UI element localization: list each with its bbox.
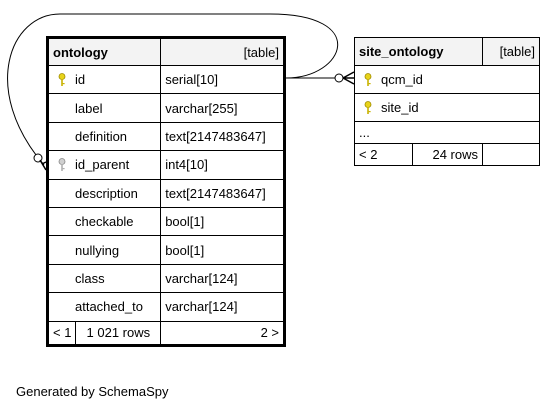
- column-name[interactable]: site_id: [354, 93, 540, 122]
- table-ontology[interactable]: ontology [table] id serial[10] label var…: [46, 36, 286, 347]
- column-type: text[2147483647]: [160, 178, 285, 208]
- footer-left: < 1 1 021 rows: [46, 320, 162, 346]
- table-row[interactable]: checkable bool[1]: [46, 206, 285, 237]
- row-count: 1 021 rows: [86, 325, 151, 341]
- column-name[interactable]: definition: [46, 121, 162, 152]
- column-type: serial[10]: [160, 64, 285, 95]
- table-row[interactable]: id_parent int4[10]: [46, 150, 285, 180]
- key-icon: [364, 101, 372, 114]
- parents-link[interactable]: < 1: [49, 321, 77, 344]
- table-name[interactable]: site_ontology: [354, 37, 483, 66]
- children-link[interactable]: 2 >: [160, 320, 285, 346]
- column-name[interactable]: checkable: [46, 206, 162, 237]
- column-type: bool[1]: [160, 206, 285, 237]
- table-footer: < 2 24 rows: [354, 143, 540, 166]
- parents-link[interactable]: < 2: [354, 143, 413, 166]
- column-name[interactable]: id_parent: [46, 150, 162, 180]
- children-link[interactable]: [482, 143, 540, 166]
- table-footer: < 1 1 021 rows 2 >: [46, 320, 285, 346]
- column-label: site_id: [381, 100, 419, 115]
- table-row[interactable]: label varchar[255]: [46, 93, 285, 123]
- table-header[interactable]: ontology [table]: [46, 37, 285, 66]
- column-type: varchar[124]: [160, 292, 285, 322]
- table-site-ontology[interactable]: site_ontology [table] qcm_id site_id ...…: [354, 37, 540, 166]
- table-row[interactable]: attached_to varchar[124]: [46, 292, 285, 322]
- table-type: [table]: [160, 37, 285, 66]
- column-type: varchar[255]: [160, 93, 285, 123]
- column-label: qcm_id: [381, 72, 423, 87]
- column-type: int4[10]: [160, 150, 285, 180]
- column-name[interactable]: nullying: [46, 235, 162, 265]
- table-row[interactable]: id serial[10]: [46, 64, 285, 95]
- key-icon: [58, 73, 66, 86]
- table-row[interactable]: class varchar[124]: [46, 263, 285, 294]
- link-end-circle: [334, 73, 344, 83]
- table-row[interactable]: site_id: [354, 93, 540, 122]
- table-header[interactable]: site_ontology [table]: [354, 37, 540, 66]
- table-type: [table]: [482, 37, 540, 66]
- key-icon: [58, 158, 66, 172]
- column-name[interactable]: attached_to: [46, 292, 162, 322]
- column-type: varchar[124]: [160, 263, 285, 294]
- column-type: text[2147483647]: [160, 121, 285, 152]
- column-label: id: [75, 72, 86, 88]
- column-name[interactable]: label: [46, 93, 162, 123]
- more-columns-ellipsis: ...: [354, 121, 540, 144]
- link-crowfoot: [342, 71, 355, 85]
- self-reference-link: [7, 13, 339, 166]
- table-row[interactable]: nullying bool[1]: [46, 235, 285, 265]
- link-crowfoot: [39, 159, 47, 171]
- table-row[interactable]: qcm_id: [354, 65, 540, 94]
- table-row: ...: [354, 121, 540, 144]
- column-name[interactable]: qcm_id: [354, 65, 540, 94]
- column-name[interactable]: class: [46, 263, 162, 294]
- table-name[interactable]: ontology: [46, 37, 162, 66]
- row-count: 24 rows: [412, 143, 483, 166]
- column-type: bool[1]: [160, 235, 285, 265]
- key-icon: [364, 73, 372, 86]
- table-row[interactable]: description text[2147483647]: [46, 178, 285, 208]
- table-row[interactable]: definition text[2147483647]: [46, 121, 285, 152]
- column-label: id_parent: [75, 157, 130, 173]
- column-name[interactable]: id: [46, 64, 162, 95]
- generated-by-caption: Generated by SchemaSpy: [16, 384, 169, 399]
- column-name[interactable]: description: [46, 178, 162, 208]
